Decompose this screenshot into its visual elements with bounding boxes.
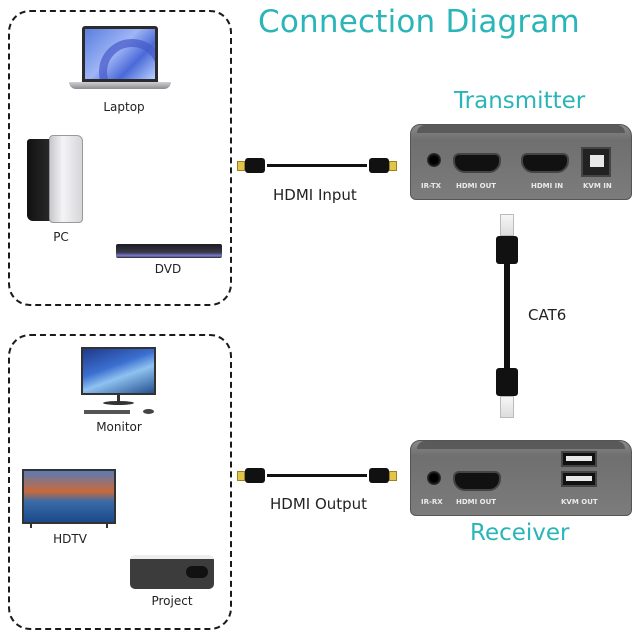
cat6-label: CAT6	[528, 306, 567, 324]
transmitter-hdmi-in-port	[521, 153, 569, 173]
monitor-foot	[103, 401, 134, 405]
hdtv-label: HDTV	[53, 532, 87, 546]
receiver-hdmi-out-label: HDMI OUT	[456, 498, 497, 506]
ir-tx-label: IR-TX	[421, 182, 442, 190]
ir-rx-jack	[427, 471, 441, 485]
ir-tx-jack	[427, 153, 441, 167]
kvm-in-label: KVM IN	[583, 182, 612, 190]
display-devices-group	[8, 334, 232, 630]
hdmi-input-cable	[237, 153, 397, 179]
pc-label: PC	[53, 230, 69, 244]
tv-leg-left	[30, 524, 32, 528]
dvd-label: DVD	[154, 262, 182, 276]
monitor-label: Monitor	[96, 420, 142, 434]
cat6-cable	[504, 264, 510, 370]
transmitter-device: IR-TX HDMI OUT HDMI IN KVM IN	[410, 124, 632, 200]
hdmi-output-cable	[237, 463, 397, 489]
rj45-bottom-boot	[496, 368, 518, 396]
monitor-stand	[117, 395, 120, 402]
kvm-in-usb-port	[581, 147, 611, 177]
diagram-title: Connection Diagram	[258, 4, 580, 40]
dvd-player-icon	[116, 244, 222, 258]
kvm-out-usb-port-1	[561, 451, 597, 467]
rj45-bottom-connector	[500, 396, 514, 418]
hdmi-in-label: HDMI IN	[531, 182, 564, 190]
tv-leg-right	[106, 524, 108, 528]
laptop-icon	[82, 26, 158, 82]
hdmi-out-label: HDMI OUT	[456, 182, 497, 190]
tv-icon	[22, 469, 116, 524]
receiver-device: IR-RX HDMI OUT KVM OUT	[410, 440, 632, 516]
rj45-top-boot	[496, 236, 518, 264]
hdmi-output-label: HDMI Output	[270, 495, 368, 513]
projector-icon	[130, 555, 214, 589]
transmitter-hdmi-out-port	[453, 153, 501, 173]
kvm-out-usb-port-2	[561, 471, 597, 487]
ir-rx-label: IR-RX	[421, 498, 443, 506]
receiver-title: Receiver	[470, 520, 570, 546]
projector-label: Project	[151, 594, 193, 608]
rj45-top-connector	[500, 214, 514, 236]
hdmi-input-label: HDMI Input	[273, 186, 357, 204]
monitor-icon	[81, 347, 156, 395]
keyboard-icon	[84, 410, 130, 414]
source-devices-group	[8, 10, 232, 306]
receiver-hdmi-out-port	[453, 471, 501, 491]
mouse-icon	[143, 409, 154, 414]
pc-tower-icon	[27, 135, 85, 223]
laptop-base	[69, 82, 171, 89]
kvm-out-label: KVM OUT	[561, 498, 598, 506]
laptop-label: Laptop	[103, 100, 145, 114]
transmitter-title: Transmitter	[454, 88, 586, 114]
